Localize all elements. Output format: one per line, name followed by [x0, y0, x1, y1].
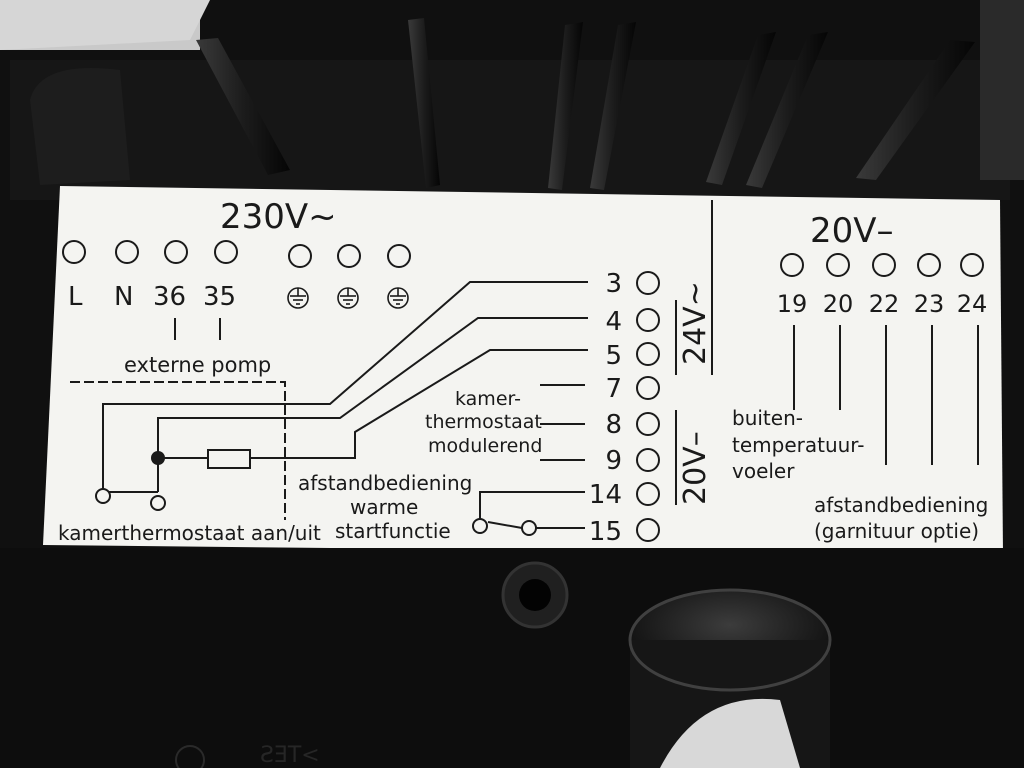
- terminal-circle: [826, 253, 850, 277]
- fin-3: [548, 22, 583, 190]
- switch-contact: [487, 521, 523, 529]
- voltage-20v-vertical: 20V–: [678, 431, 713, 505]
- terminal-label-19: 19: [777, 290, 808, 318]
- terminal-label-24: 24: [957, 290, 988, 318]
- kamerthermostaat-label: kamerthermostaat aan/uit: [58, 521, 321, 545]
- wire-terminal-14: [479, 491, 585, 525]
- terminal-circle: [164, 240, 188, 264]
- terminal-circle: [636, 412, 660, 436]
- wire-terminal-4: [157, 317, 588, 458]
- right-leads: [793, 325, 979, 465]
- terminal-circle: [917, 253, 941, 277]
- housing-embossed-circle: [175, 745, 205, 768]
- housing-left-bevel: [30, 68, 130, 185]
- voltage-20-label: 20V–: [810, 211, 894, 251]
- kamer-label: kamer-: [455, 388, 521, 410]
- left-terminal-circles: [62, 240, 411, 268]
- terminal-circle: [62, 240, 86, 264]
- terminal-circle: [636, 308, 660, 332]
- terminal-circle: [288, 244, 312, 268]
- housing-corner: [0, 0, 210, 50]
- terminal-label-5: 5: [605, 341, 622, 371]
- terminal-label-20: 20: [823, 290, 854, 318]
- terminal-circle: [636, 271, 660, 295]
- afstandbediening-label: afstandbediening: [298, 471, 472, 495]
- terminal-circle: [636, 342, 660, 366]
- switch-terminal: [150, 495, 166, 511]
- terminal-label-14: 14: [589, 480, 622, 510]
- wire-terminal-5: [158, 349, 588, 459]
- fin-6: [746, 32, 828, 188]
- center-terminal-circles: [636, 271, 660, 542]
- fin-7: [856, 40, 975, 180]
- terminal-circle: [636, 448, 660, 472]
- modulerend-label: modulerend: [428, 435, 542, 457]
- terminal-label-4: 4: [605, 307, 622, 337]
- fin-5: [706, 32, 776, 185]
- terminal-label-22: 22: [869, 290, 900, 318]
- terminal-circle: [872, 253, 896, 277]
- fin-4: [590, 22, 636, 190]
- terminal-circle: [387, 244, 411, 268]
- terminal-circle: [337, 244, 361, 268]
- voltage-24v-vertical: 24V~: [678, 281, 713, 365]
- voeler-label: voeler: [732, 459, 795, 483]
- terminal-label-L: L: [68, 282, 83, 312]
- switch-terminal: [521, 520, 537, 536]
- temperatuur-label: temperatuur-: [732, 433, 864, 457]
- fin-1: [196, 38, 290, 175]
- terminal-label-35: 35: [203, 282, 236, 312]
- wiring-lines: [70, 281, 588, 529]
- buiten-label: buiten-: [732, 406, 803, 430]
- startfunctie-label: startfunctie: [335, 519, 451, 543]
- warme-label: warme: [350, 495, 418, 519]
- terminal-label-9: 9: [605, 446, 622, 476]
- wiring-label-panel: [43, 186, 1003, 555]
- switch-terminal: [95, 488, 111, 504]
- wire-terminal-3: [102, 281, 588, 492]
- terminal-circle: [960, 253, 984, 277]
- earth-ground-icon: [287, 287, 409, 309]
- housing-right-edge: [980, 0, 1024, 180]
- garnituur-optie-label: (garnituur optie): [814, 519, 979, 543]
- housing-embossed-mark: ƧƎT<: [260, 743, 320, 768]
- terminal-label-N: N: [114, 282, 133, 312]
- control-knob[interactable]: [628, 588, 832, 768]
- terminal-circle: [214, 240, 238, 264]
- terminal-label-36: 36: [153, 282, 186, 312]
- resistor-icon: [207, 449, 251, 469]
- junction-dot: [151, 451, 165, 465]
- terminal-circle: [636, 376, 660, 400]
- terminal-label-23: 23: [914, 290, 945, 318]
- voltage-230-label: 230V~: [220, 197, 337, 237]
- housing-upper-wall: [10, 60, 1010, 200]
- thermostaat-label: thermostaat: [425, 411, 542, 433]
- fin-2: [408, 18, 440, 188]
- terminal-label-7: 7: [605, 374, 622, 404]
- externe-pomp-label: externe pomp: [124, 353, 271, 377]
- terminal-circle: [636, 482, 660, 506]
- cooling-fins: [196, 18, 975, 190]
- switch-terminal: [472, 518, 488, 534]
- terminal-circle: [636, 518, 660, 542]
- terminal-label-15: 15: [589, 517, 622, 547]
- terminal-label-8: 8: [605, 410, 622, 440]
- right-terminal-circles: [780, 253, 984, 277]
- screw-hole-center: [519, 579, 551, 611]
- terminal-label-3: 3: [605, 269, 622, 299]
- afstandbediening-right-label: afstandbediening: [814, 493, 988, 517]
- terminal-circle: [115, 240, 139, 264]
- terminal-circle: [780, 253, 804, 277]
- wire-dashed: [70, 381, 286, 520]
